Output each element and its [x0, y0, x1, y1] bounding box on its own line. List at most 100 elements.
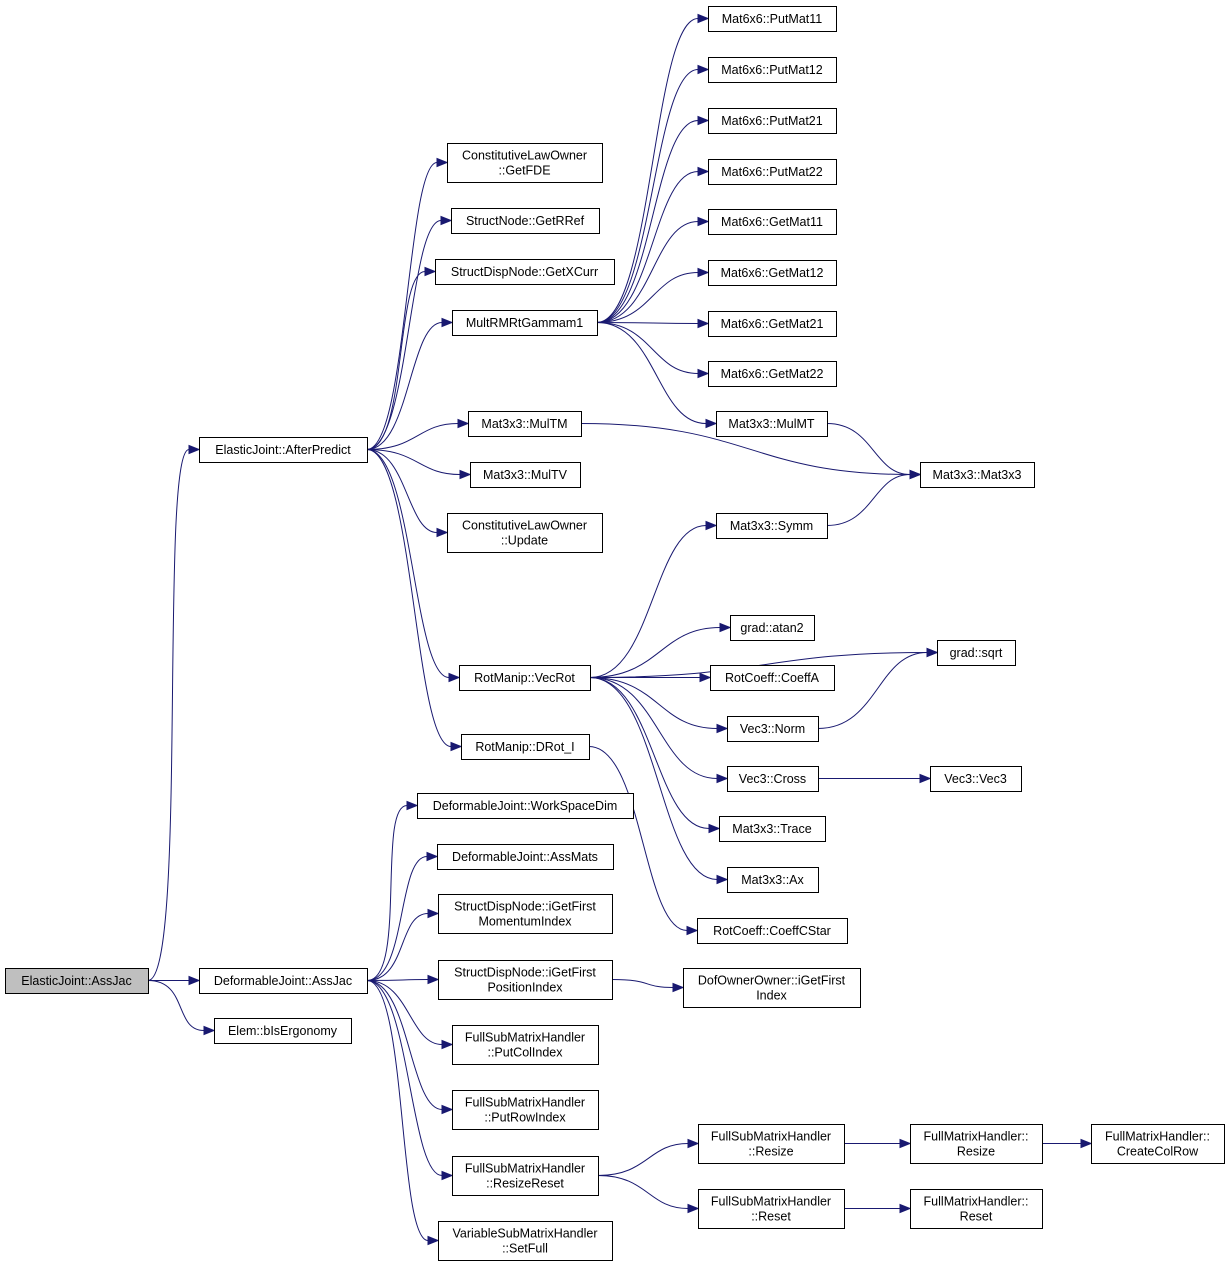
arrow-head: [686, 925, 699, 936]
function-node[interactable]: DeformableJoint::AssMats: [437, 844, 614, 870]
function-label: Vec3::Cross: [739, 772, 806, 786]
arrow-head: [203, 1025, 216, 1036]
function-node[interactable]: Mat6x6::PutMat21: [708, 108, 837, 134]
arrow-head: [426, 851, 439, 862]
function-node[interactable]: Vec3::Norm: [727, 716, 819, 742]
function-label: ElasticJoint::AssJac: [21, 974, 131, 988]
function-node[interactable]: FullSubMatrixHandler::PutRowIndex: [452, 1090, 599, 1130]
function-node[interactable]: ElasticJoint::AfterPredict: [199, 437, 368, 463]
function-label: ::Reset: [751, 1210, 791, 1224]
function-node[interactable]: Vec3::Vec3: [930, 766, 1022, 792]
arrow-head: [436, 527, 449, 538]
function-node[interactable]: FullMatrixHandler::Reset: [910, 1189, 1043, 1229]
function-node[interactable]: VariableSubMatrixHandler::SetFull: [438, 1221, 613, 1261]
function-label: Mat6x6::GetMat21: [721, 317, 824, 331]
function-node[interactable]: ConstitutiveLawOwner::GetFDE: [447, 143, 603, 183]
function-label: MomentumIndex: [478, 915, 572, 929]
function-label: StructDispNode::GetXCurr: [451, 265, 598, 279]
function-label: FullSubMatrixHandler: [465, 1031, 585, 1045]
function-node[interactable]: Mat3x3::MulMT: [716, 411, 828, 437]
function-node[interactable]: Vec3::Cross: [727, 766, 819, 792]
call-edge-n7-n21: [596, 322, 718, 429]
function-node[interactable]: ConstitutiveLawOwner::Update: [447, 513, 603, 553]
function-node[interactable]: StructNode::GetRRef: [451, 208, 600, 234]
function-node[interactable]: Mat3x3::MulTM: [468, 411, 582, 437]
function-label: ElasticJoint::AfterPredict: [215, 443, 351, 457]
function-label: DeformableJoint::WorkSpaceDim: [433, 799, 618, 813]
function-node[interactable]: FullSubMatrixHandler::PutColIndex: [452, 1025, 599, 1065]
function-node[interactable]: Mat6x6::GetMat21: [708, 311, 837, 337]
arrow-head: [459, 469, 472, 480]
arrow-head: [440, 215, 453, 226]
function-node[interactable]: Mat6x6::GetMat22: [708, 361, 837, 387]
function-node[interactable]: Mat3x3::Symm: [716, 513, 828, 539]
function-node[interactable]: ElasticJoint::AssJac: [5, 968, 149, 994]
arrow-head: [716, 723, 729, 734]
function-node[interactable]: FullSubMatrixHandler::ResizeReset: [452, 1156, 599, 1196]
arrow-head: [926, 647, 939, 658]
function-node[interactable]: grad::atan2: [730, 615, 815, 641]
function-node[interactable]: FullMatrixHandler::CreateColRow: [1091, 1124, 1225, 1164]
function-node[interactable]: DeformableJoint::WorkSpaceDim: [417, 793, 634, 819]
arrow-head: [697, 216, 710, 227]
function-node[interactable]: Mat3x3::Trace: [719, 816, 826, 842]
function-label: FullSubMatrixHandler: [711, 1195, 831, 1209]
function-label: Mat3x3::Trace: [732, 822, 811, 836]
function-label: FullMatrixHandler::: [924, 1195, 1029, 1209]
arrow-head: [697, 64, 710, 75]
call-edge-n12-n32: [588, 746, 699, 936]
function-node[interactable]: grad::sqrt: [937, 640, 1016, 666]
function-node[interactable]: Mat3x3::MulTV: [470, 462, 581, 488]
function-label: FullSubMatrixHandler: [465, 1096, 585, 1110]
call-edge-n43-n45: [843, 1203, 912, 1214]
call-edge-n11-n23: [589, 520, 718, 678]
function-node[interactable]: Mat6x6::PutMat22: [708, 159, 837, 185]
function-node[interactable]: MultRMRtGammam1: [452, 310, 598, 336]
function-label: Mat3x3::MulTM: [481, 417, 567, 431]
function-node[interactable]: RotManip::VecRot: [459, 665, 591, 691]
function-node[interactable]: RotCoeff::CoeffA: [710, 665, 835, 691]
function-node[interactable]: Elem::bIsErgonomy: [214, 1018, 352, 1044]
function-node[interactable]: Mat3x3::Ax: [727, 867, 819, 893]
call-edge-n27-n25: [817, 647, 939, 729]
function-node[interactable]: DeformableJoint::AssJac: [199, 968, 368, 994]
function-node[interactable]: FullSubMatrixHandler::Reset: [698, 1189, 845, 1229]
arrow-head: [697, 318, 710, 329]
arrow-head: [457, 418, 470, 429]
function-node[interactable]: RotCoeff::CoeffCStar: [697, 918, 848, 944]
function-label: Vec3::Norm: [740, 722, 805, 736]
function-label: Mat3x3::Mat3x3: [933, 468, 1022, 482]
function-node[interactable]: FullMatrixHandler::Resize: [910, 1124, 1043, 1164]
arrow-head: [919, 773, 932, 784]
call-edge-n2-n38: [366, 980, 454, 1050]
call-edge-n7-n20: [596, 322, 710, 379]
call-edge-n7-n19: [596, 318, 710, 329]
function-node[interactable]: Mat6x6::GetMat12: [708, 260, 837, 286]
function-node[interactable]: FullSubMatrixHandler::Resize: [698, 1124, 845, 1164]
arrow-head: [716, 773, 729, 784]
function-node[interactable]: Mat6x6::PutMat12: [708, 57, 837, 83]
function-node[interactable]: Mat3x3::Mat3x3: [920, 462, 1035, 488]
function-node[interactable]: Mat6x6::PutMat11: [708, 6, 837, 32]
function-label: Mat3x3::MulMT: [728, 417, 814, 431]
call-edge-n1-n10: [366, 449, 449, 538]
function-node[interactable]: Mat6x6::GetMat11: [708, 209, 837, 235]
function-label: RotCoeff::CoeffCStar: [713, 924, 831, 938]
function-label: StructDispNode::iGetFirst: [454, 966, 596, 980]
call-edge-n11-n30: [589, 677, 721, 834]
function-node[interactable]: StructDispNode::GetXCurr: [435, 259, 615, 285]
arrow-head: [427, 908, 440, 919]
arrow-head: [705, 418, 718, 429]
function-label: CreateColRow: [1117, 1145, 1199, 1159]
function-node[interactable]: RotManip::DRot_I: [461, 734, 590, 760]
function-label: Mat6x6::PutMat12: [721, 63, 822, 77]
arrow-head: [450, 741, 463, 752]
function-label: Vec3::Vec3: [944, 772, 1007, 786]
arrow-head: [716, 874, 729, 885]
call-edge-n2-n36: [366, 974, 440, 985]
call-edge-n7-n17: [596, 216, 710, 323]
